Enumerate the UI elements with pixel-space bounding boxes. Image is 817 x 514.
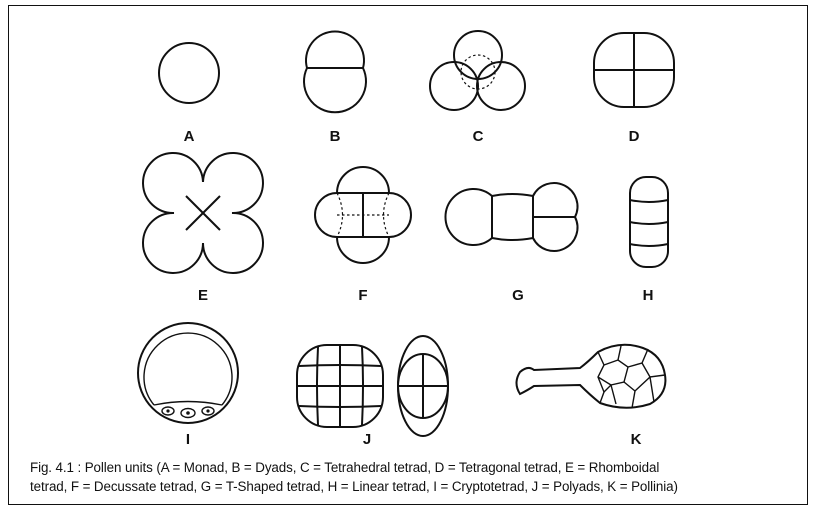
- label-a: A: [184, 128, 195, 145]
- caption-line-2: tetrad, F = Decussate tetrad, G = T-Shap…: [30, 477, 805, 496]
- pollen-pollinium: [517, 345, 666, 408]
- pollen-cryptotetrad: [138, 323, 238, 423]
- label-j: J: [363, 431, 371, 448]
- pollen-monad: [159, 43, 219, 103]
- pollen-tetragonal-tetrad: [594, 33, 674, 107]
- pollen-rhomboidal-tetrad: [143, 153, 263, 273]
- pollen-decussate-tetrad: [315, 167, 411, 263]
- caption-line-1: Fig. 4.1 : Pollen units (A = Monad, B = …: [30, 458, 805, 477]
- pollen-linear-tetrad: [630, 177, 668, 267]
- pollen-polyad-face-view: [297, 345, 383, 427]
- label-i: I: [186, 431, 190, 448]
- label-c: C: [473, 128, 484, 145]
- label-e: E: [198, 287, 208, 304]
- label-h: H: [643, 287, 654, 304]
- label-g: G: [512, 287, 524, 304]
- label-f: F: [358, 287, 367, 304]
- figure-caption: Fig. 4.1 : Pollen units (A = Monad, B = …: [30, 458, 805, 496]
- label-k: K: [631, 431, 642, 448]
- pollen-dyad: [304, 31, 366, 112]
- pollen-tetrahedral-tetrad: [430, 31, 525, 110]
- pollen-polyad-side-view: [398, 336, 448, 436]
- pollen-t-shaped-tetrad: [445, 183, 577, 251]
- label-d: D: [629, 128, 640, 145]
- label-b: B: [330, 128, 341, 145]
